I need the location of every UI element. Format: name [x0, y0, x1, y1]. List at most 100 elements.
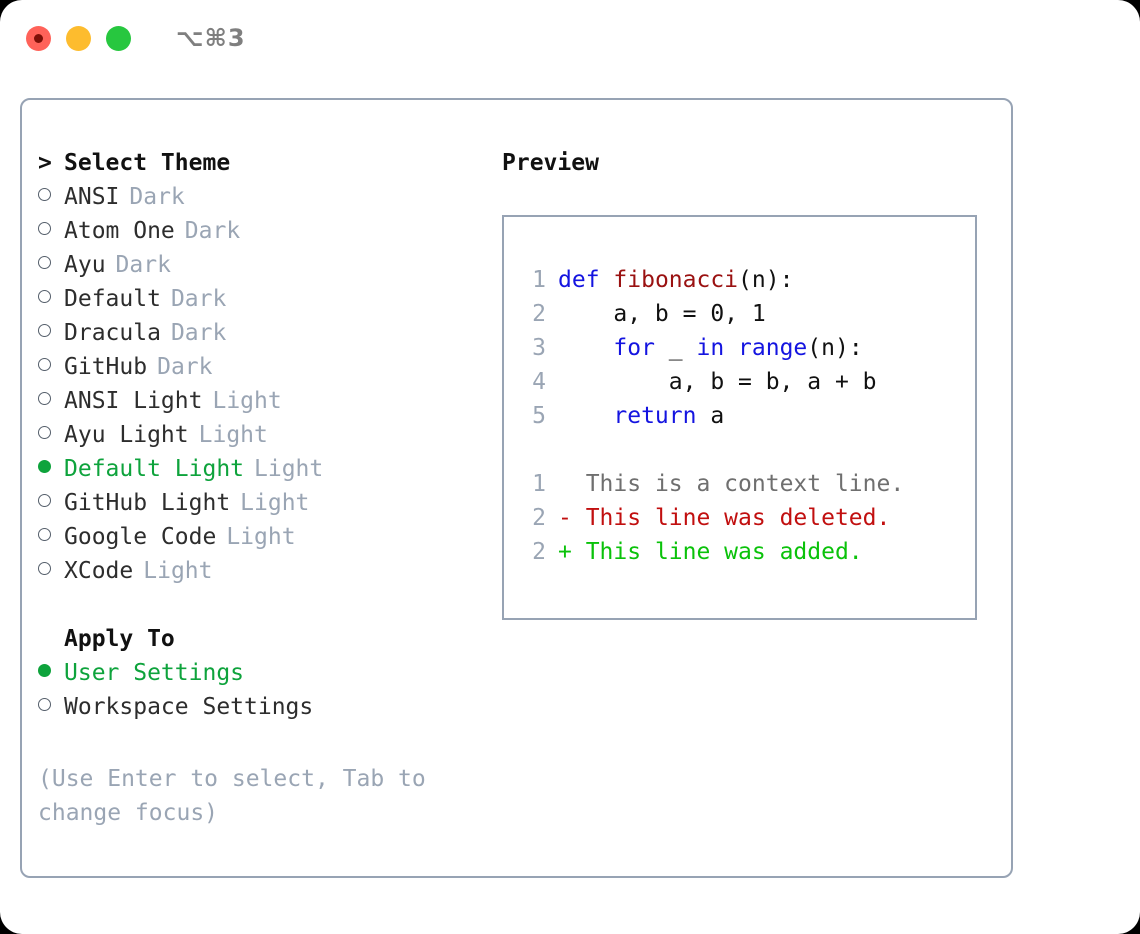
- line-number: 1: [532, 267, 546, 293]
- radio-unselected-icon[interactable]: [38, 248, 64, 282]
- code-token: a, b = b, a + b: [558, 369, 877, 395]
- code-token: a: [696, 403, 725, 429]
- radio-unselected-icon[interactable]: [38, 486, 64, 520]
- theme-list-item[interactable]: GitHub Dark: [38, 350, 488, 384]
- radio-dot: [38, 494, 51, 507]
- close-button[interactable]: [26, 25, 51, 51]
- line-number: 3: [532, 335, 546, 361]
- radio-dot: [38, 392, 51, 405]
- radio-unselected-icon[interactable]: [38, 214, 64, 248]
- code-token: [600, 267, 614, 293]
- code-token: [724, 335, 738, 361]
- code-line: 5 return a: [516, 399, 969, 433]
- diff-sign: +: [558, 539, 586, 565]
- code-token: a, b = 0, 1: [558, 301, 766, 327]
- radio-dot: [38, 290, 51, 303]
- theme-list-item[interactable]: Default Light Light: [38, 452, 488, 486]
- theme-mode-tag: Dark: [129, 184, 185, 210]
- theme-name: Default: [64, 286, 161, 312]
- theme-mode-tag: Light: [254, 456, 324, 482]
- code-line: 2 a, b = 0, 1: [516, 297, 969, 331]
- diff-sign: [558, 467, 586, 501]
- theme-mode-tag: Light: [143, 558, 213, 584]
- line-number: 1: [532, 471, 546, 497]
- theme-mode-tag: Light: [198, 422, 268, 448]
- diff-line: 2 + This line was added.: [516, 535, 969, 569]
- radio-dot: [38, 426, 51, 439]
- line-number: 2: [532, 505, 546, 531]
- radio-unselected-icon[interactable]: [38, 282, 64, 316]
- theme-list-item[interactable]: Default Dark: [38, 282, 488, 316]
- code-line: 1 def fibonacci(n):: [516, 263, 969, 297]
- radio-unselected-icon[interactable]: [38, 316, 64, 350]
- window-controls: [26, 25, 131, 51]
- theme-list-item[interactable]: XCode Light: [38, 554, 488, 588]
- apply-to-option[interactable]: User Settings: [38, 656, 488, 690]
- caret-icon: >: [38, 150, 52, 176]
- theme-name: Ayu Light: [64, 422, 189, 448]
- theme-name: GitHub Light: [64, 490, 231, 516]
- apply-to-label: User Settings: [64, 660, 245, 686]
- theme-list-item[interactable]: Dracula Dark: [38, 316, 488, 350]
- theme-name: Dracula: [64, 320, 161, 346]
- line-number: 2: [532, 539, 546, 565]
- code-token: fibonacci: [613, 267, 739, 293]
- line-number: 2: [532, 301, 546, 327]
- diff-text: This line was added.: [585, 539, 863, 565]
- theme-name: XCode: [64, 558, 134, 584]
- radio-unselected-icon[interactable]: [38, 180, 64, 214]
- theme-picker-header: > Select Theme: [38, 146, 488, 180]
- code-text: return a: [558, 399, 724, 433]
- radio-dot: [38, 460, 51, 473]
- radio-unselected-icon[interactable]: [38, 350, 64, 384]
- theme-name: Default Light: [64, 456, 245, 482]
- preview-title: Preview: [502, 150, 599, 176]
- radio-selected-icon[interactable]: [38, 656, 64, 690]
- radio-dot: [38, 324, 51, 337]
- title-bar: ⌥⌘3: [0, 0, 1140, 76]
- diff-text: This is a context line.: [585, 471, 905, 497]
- theme-mode-tag: Dark: [170, 320, 227, 346]
- radio-dot: [38, 698, 51, 711]
- theme-mode-tag: Dark: [184, 218, 241, 244]
- radio-dot: [38, 562, 51, 575]
- code-text: a, b = b, a + b: [558, 365, 877, 399]
- theme-mode-tag: Dark: [170, 286, 227, 312]
- line-number: 5: [532, 403, 546, 429]
- radio-unselected-icon[interactable]: [38, 418, 64, 452]
- radio-unselected-icon[interactable]: [38, 384, 64, 418]
- radio-unselected-icon[interactable]: [38, 554, 64, 588]
- diff-line: 1 This is a context line.: [516, 467, 969, 501]
- theme-name: Google Code: [64, 524, 217, 550]
- theme-list-item[interactable]: Ayu Light Light: [38, 418, 488, 452]
- window-title-shortcut: ⌥⌘3: [176, 24, 246, 52]
- apply-to-heading-row: Apply To: [38, 622, 488, 656]
- minimize-button[interactable]: [66, 25, 91, 51]
- apply-to-label: Workspace Settings: [64, 694, 314, 720]
- maximize-button[interactable]: [106, 25, 131, 51]
- radio-selected-icon[interactable]: [38, 452, 64, 486]
- diff-line: 2- This line was deleted.: [516, 501, 969, 535]
- list-spacer: [38, 588, 488, 622]
- theme-name: GitHub: [64, 354, 148, 380]
- code-token: [558, 403, 613, 429]
- code-token: (n):: [738, 267, 794, 293]
- radio-unselected-icon[interactable]: [38, 690, 64, 724]
- radio-unselected-icon[interactable]: [38, 520, 64, 554]
- code-text: def fibonacci(n):: [558, 263, 793, 297]
- theme-mode-tag: Dark: [157, 354, 213, 380]
- apply-to-option[interactable]: Workspace Settings: [38, 690, 488, 724]
